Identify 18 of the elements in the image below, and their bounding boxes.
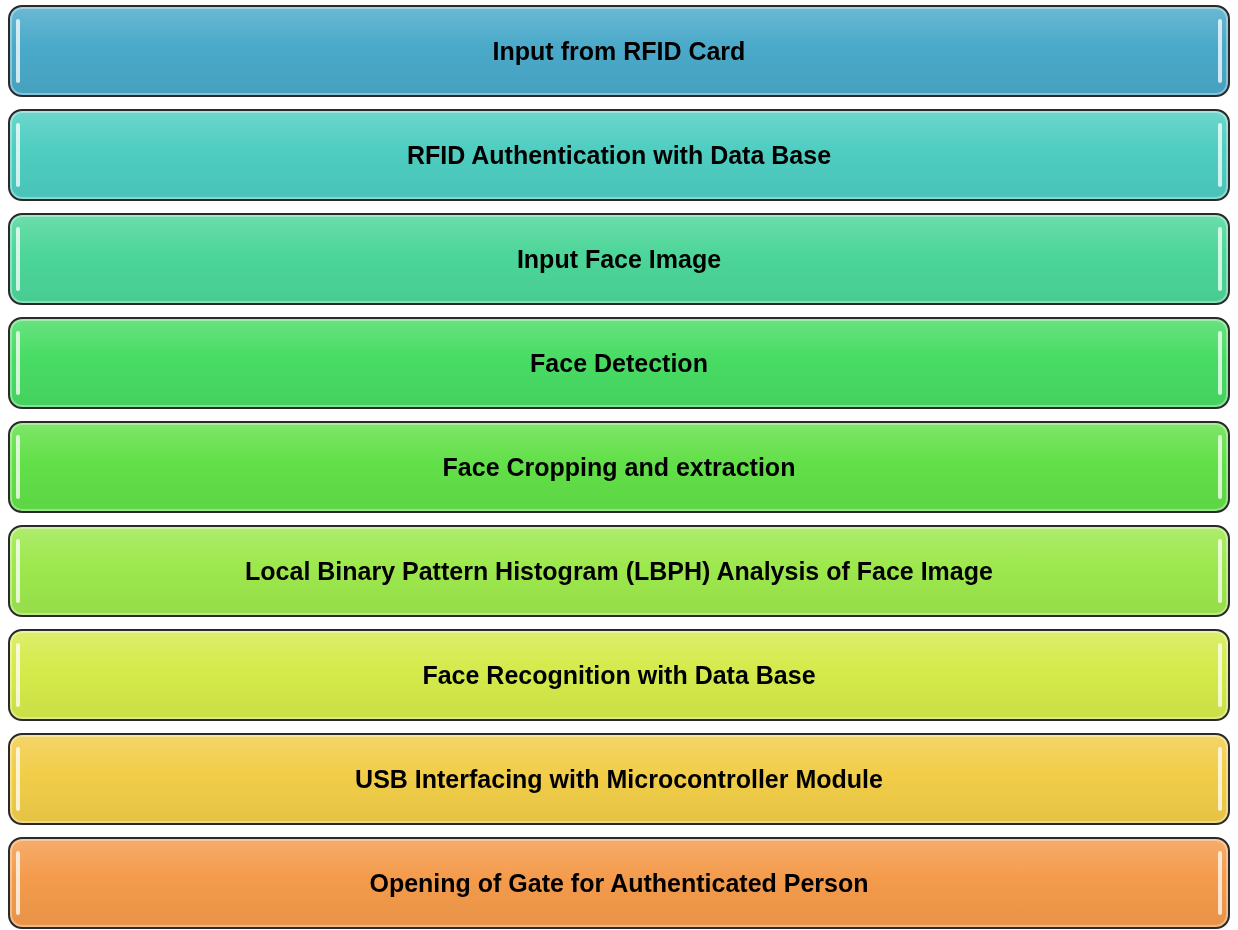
process-box	[8, 213, 1230, 305]
process-box	[8, 5, 1230, 97]
step-label: Input Face Image	[515, 244, 723, 274]
step-label: Face Recognition with Data Base	[421, 660, 817, 690]
process-box	[8, 733, 1230, 825]
process-box	[8, 629, 1230, 721]
process-box	[8, 837, 1230, 929]
process-box	[8, 109, 1230, 201]
step-label: Face Detection	[529, 348, 709, 378]
step-label: Opening of Gate for Authenticated Person	[368, 868, 870, 898]
process-box	[8, 525, 1230, 617]
step-label: Face Cropping and extraction	[441, 452, 797, 482]
step-label: RFID Authentication with Data Base	[405, 140, 833, 170]
step-label: USB Interfacing with Microcontroller Module	[354, 764, 884, 794]
process-box	[8, 421, 1230, 513]
process-box	[8, 317, 1230, 409]
step-label: Local Binary Pattern Histogram (LBPH) Analysis of Face Image	[244, 556, 994, 586]
step-label: Input from RFID Card	[491, 36, 747, 66]
